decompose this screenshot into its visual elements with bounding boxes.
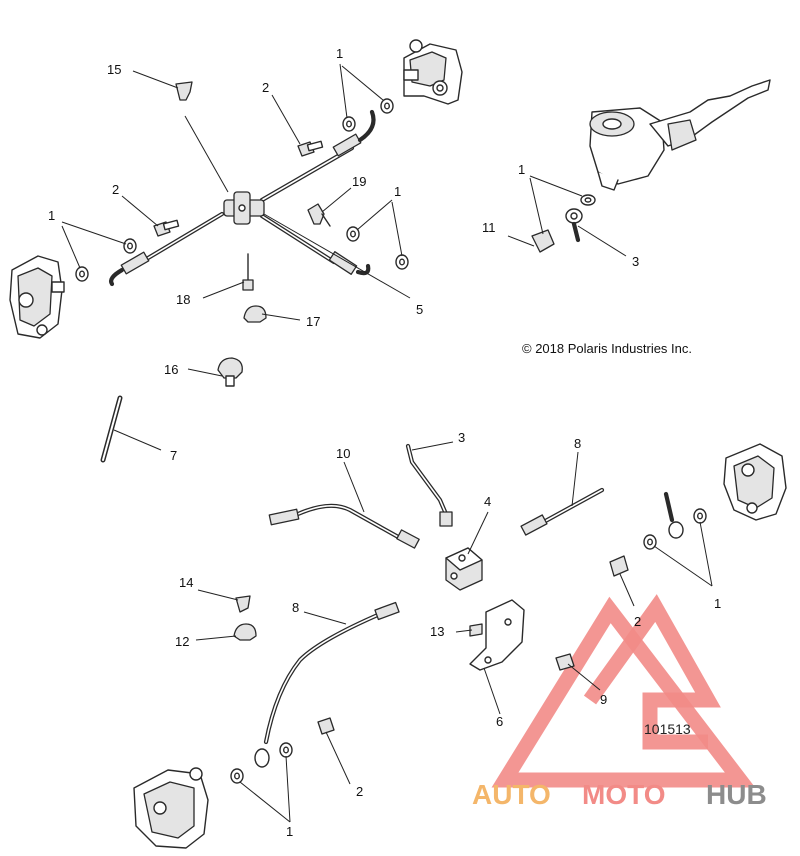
callout-8: 8 — [574, 436, 581, 451]
leader-lines — [61, 63, 713, 823]
push-rivet-15 — [175, 81, 193, 101]
callout-2: 2 — [356, 784, 363, 799]
callout-1: 1 — [286, 824, 293, 839]
brake-hose-8-right — [520, 487, 605, 536]
callout-19: 19 — [352, 174, 366, 189]
brake-line-3-lower — [405, 443, 453, 527]
callout-13: 13 — [430, 624, 444, 639]
sealing-washers-upper — [75, 98, 596, 282]
callout-5: 5 — [416, 302, 423, 317]
bolt-9 — [555, 653, 575, 671]
brake-hose-8-lower — [254, 601, 400, 768]
diagram-number: 101513 — [644, 721, 691, 737]
callout-14: 14 — [179, 575, 193, 590]
callout-3: 3 — [458, 430, 465, 445]
clip-12 — [233, 623, 257, 641]
bracket-6 — [469, 599, 525, 671]
callout-17: 17 — [306, 314, 320, 329]
watermark-brand-auto: AUTO — [472, 779, 551, 810]
lower-small-parts — [233, 595, 575, 671]
watermark-inner-mark — [583, 594, 721, 750]
sealing-washers-lower — [230, 717, 335, 784]
callout-1: 1 — [394, 184, 401, 199]
callout-2: 2 — [112, 182, 119, 197]
watermark-brand-hub: HUB — [706, 779, 767, 810]
callout-8: 8 — [292, 600, 299, 615]
callout-11: 11 — [482, 220, 496, 235]
callout-6: 6 — [496, 714, 503, 729]
callout-9: 9 — [600, 692, 607, 707]
callout-1: 1 — [714, 596, 721, 611]
copyright-notice: © 2018 Polaris Industries Inc. — [522, 341, 692, 356]
rear-left-caliper — [133, 767, 209, 849]
rod-7 — [100, 395, 123, 463]
callout-12: 12 — [175, 634, 189, 649]
watermark-logo: AUTO MOTO HUB — [472, 594, 767, 810]
callout-4: 4 — [484, 494, 491, 509]
front-left-caliper — [9, 255, 65, 339]
callout-1: 1 — [518, 162, 525, 177]
front-right-caliper — [403, 39, 463, 105]
bleeder-19 — [307, 203, 325, 225]
callout-2: 2 — [262, 80, 269, 95]
callout-16: 16 — [164, 362, 178, 377]
upper-small-parts — [175, 81, 583, 387]
front-brake-line-tee-assembly — [109, 109, 376, 287]
callout-15: 15 — [107, 62, 121, 77]
callout-2: 2 — [634, 614, 641, 629]
callout-18: 18 — [176, 292, 190, 307]
callout-1: 1 — [48, 208, 55, 223]
distribution-block-4 — [445, 547, 483, 591]
clip-16 — [217, 357, 243, 379]
fastener-14 — [235, 595, 251, 613]
rear-right-caliper — [723, 443, 787, 521]
callout-10: 10 — [336, 446, 350, 461]
brake-hose-10 — [268, 503, 420, 549]
callout-7: 7 — [170, 448, 177, 463]
callout-1: 1 — [336, 46, 343, 61]
callout-3: 3 — [632, 254, 639, 269]
master-cylinder-assembly — [589, 79, 771, 191]
clip-17 — [243, 305, 267, 323]
callout-labels: 1 2 15 2 1 19 1 5 18 17 16 7 1 11 3 © 20… — [48, 46, 721, 839]
rear-right-line-and-washers — [609, 491, 707, 577]
watermark-brand-moto: MOTO — [582, 779, 665, 810]
screw-13 — [469, 623, 483, 637]
